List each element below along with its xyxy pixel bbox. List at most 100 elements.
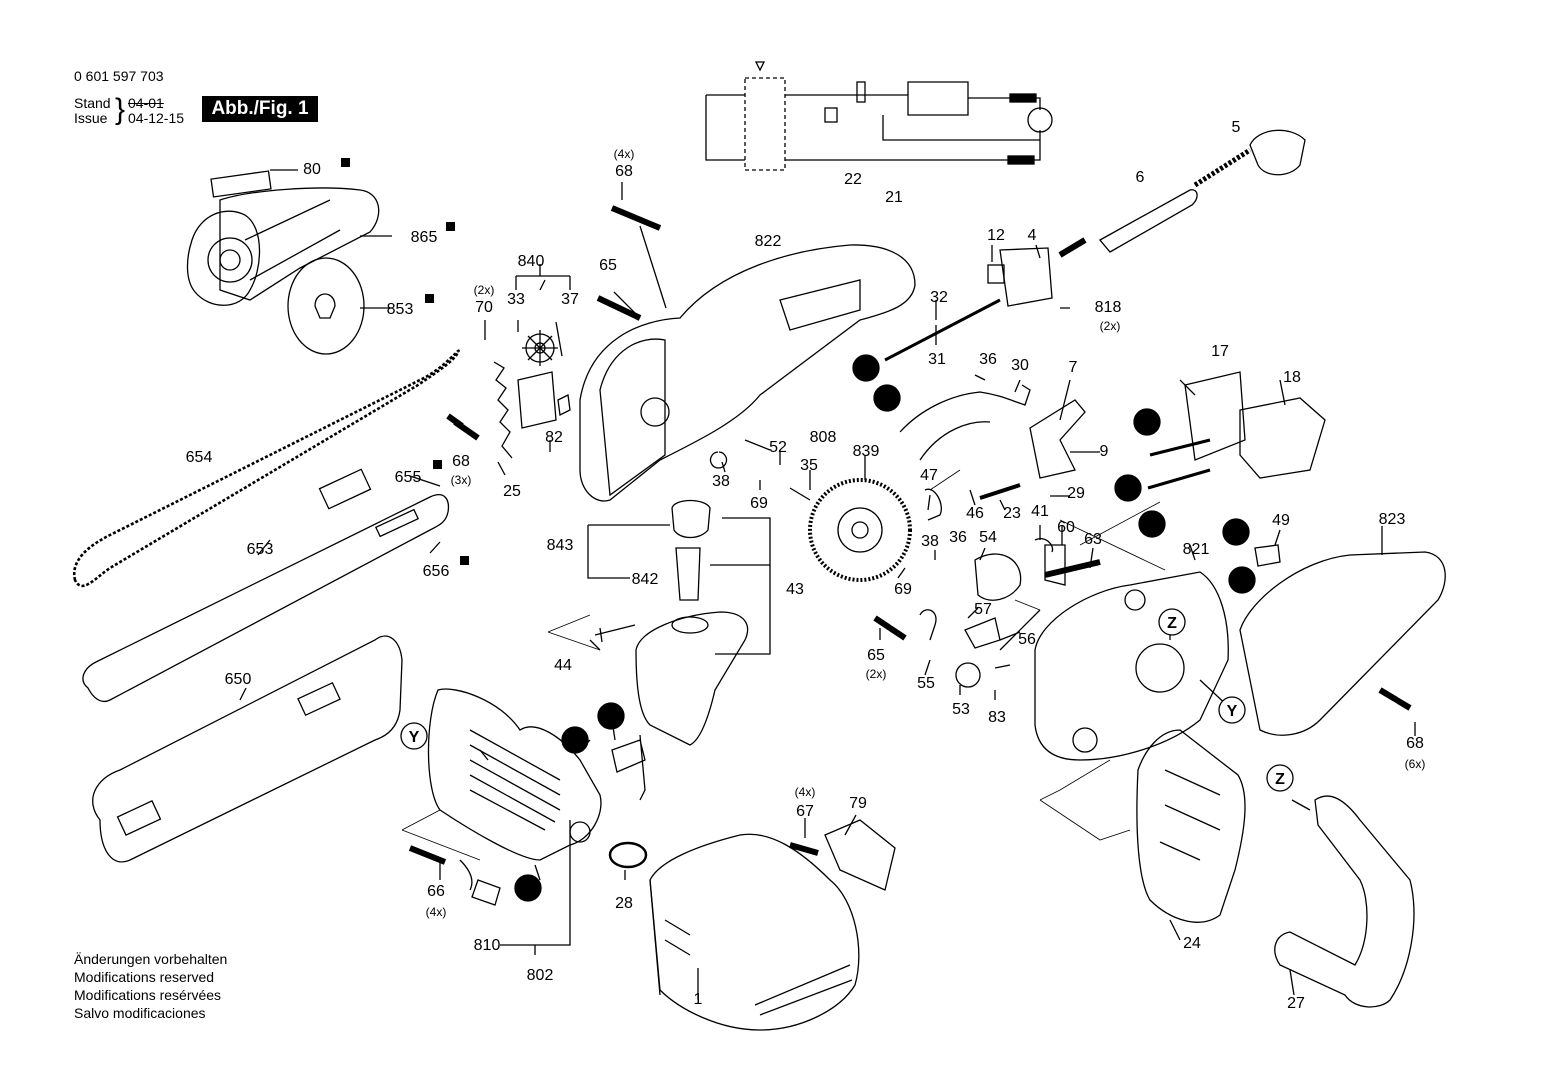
switch-cover-18 <box>1239 397 1326 479</box>
footer-note-es: Salvo modificaciones <box>74 1005 206 1021</box>
part-label-653: 653 <box>247 541 274 558</box>
cover-disc-853 <box>287 257 365 355</box>
part-qty-68: (6x) <box>1405 757 1426 771</box>
part-qty-68: (4x) <box>614 147 635 161</box>
part-label-822: 822 <box>755 233 782 250</box>
guide-bar-653 <box>82 494 450 703</box>
part-label-43: 43 <box>786 581 804 598</box>
svg-text:Y: Y <box>1227 703 1238 720</box>
part-label-5: 5 <box>1232 119 1241 136</box>
part-label-808: 808 <box>810 429 837 446</box>
callout-b: B <box>561 726 589 754</box>
part-label-9: 9 <box>1100 443 1109 460</box>
part-label-18: 18 <box>1283 369 1301 386</box>
part-label-47: 47 <box>920 467 938 484</box>
part-label-68: 68 <box>452 453 470 470</box>
callout-c: C <box>873 384 901 412</box>
bar-cover-650 <box>92 635 403 863</box>
part-label-25: 25 <box>503 483 521 500</box>
part-label-29: 29 <box>1067 485 1085 502</box>
saw-chain-654 <box>72 349 460 588</box>
part-label-69: 69 <box>750 495 768 512</box>
part-label-7: 7 <box>1069 359 1078 376</box>
part-label-655: 655 <box>395 469 422 486</box>
part-label-65: 65 <box>867 647 885 664</box>
part-label-853: 853 <box>387 301 414 318</box>
svg-text:A: A <box>522 881 534 898</box>
marker-square-icon <box>425 294 434 303</box>
part-label-57: 57 <box>974 601 992 618</box>
part-label-66: 66 <box>427 883 445 900</box>
housing-822 <box>579 244 916 502</box>
part-label-54: 54 <box>979 529 997 546</box>
svg-text:B: B <box>1146 517 1158 534</box>
part-label-656: 656 <box>423 563 450 580</box>
circuit-diagram <box>705 61 1053 171</box>
brace-icon: } <box>115 93 126 126</box>
part-label-46: 46 <box>966 505 984 522</box>
callout-d: D <box>1222 518 1250 546</box>
svg-text:E: E <box>1142 415 1153 432</box>
part-label-839: 839 <box>853 443 880 460</box>
part-label-70: 70 <box>475 299 493 316</box>
part-label-69: 69 <box>894 581 912 598</box>
part-label-53: 53 <box>952 701 970 718</box>
part-label-28: 28 <box>615 895 633 912</box>
part-qty-68: (3x) <box>451 473 472 487</box>
part-label-56: 56 <box>1018 631 1036 648</box>
rear-handle-24 <box>1136 729 1246 923</box>
footer-note-de: Änderungen vorbehalten <box>74 951 228 967</box>
marker-square-icon <box>460 556 469 565</box>
part-qty-67: (4x) <box>795 785 816 799</box>
part-label-44: 44 <box>554 657 572 674</box>
part-label-802: 802 <box>527 967 554 984</box>
part-label-842: 842 <box>632 571 659 588</box>
part-label-22: 22 <box>844 171 862 188</box>
part-label-41: 41 <box>1031 503 1049 520</box>
marker-square-icon <box>446 222 455 231</box>
callout-e: E <box>597 702 625 730</box>
label-79 <box>824 819 896 891</box>
callout-a: A <box>852 354 880 382</box>
part-label-24: 24 <box>1183 935 1201 952</box>
svg-text:Z: Z <box>1167 615 1177 632</box>
document-number: 0 601 597 703 <box>74 68 164 84</box>
figure-label: Abb./Fig. 1 <box>202 96 318 122</box>
marker-square-icon <box>341 158 350 167</box>
part-label-38: 38 <box>921 533 939 550</box>
part-label-60: 60 <box>1057 519 1075 536</box>
part-label-36: 36 <box>979 351 997 368</box>
svg-text:E: E <box>606 709 617 726</box>
callout-a: A <box>514 874 542 902</box>
part-label-67: 67 <box>796 803 814 820</box>
svg-text:D: D <box>1122 481 1134 498</box>
svg-text:C: C <box>1236 573 1248 590</box>
svg-text:C: C <box>881 391 893 408</box>
gear-839 <box>808 478 912 582</box>
ring-28 <box>608 841 648 869</box>
motor-assembly <box>427 688 646 906</box>
part-label-843: 843 <box>547 537 574 554</box>
callout-e: E <box>1133 408 1161 436</box>
part-label-12: 12 <box>987 227 1005 244</box>
part-label-65: 65 <box>599 257 617 274</box>
callout-d: D <box>1114 474 1142 502</box>
part-label-650: 650 <box>225 671 252 688</box>
side-housing-821 <box>1034 571 1229 761</box>
part-qty-70: (2x) <box>474 283 495 297</box>
part-label-82: 82 <box>545 429 563 446</box>
part-label-35: 35 <box>800 457 818 474</box>
footer-note-fr: Modifications resérvées <box>74 987 222 1003</box>
svg-text:B: B <box>569 733 581 750</box>
sprocket-840 <box>522 330 558 366</box>
bracket-802 <box>500 820 571 955</box>
issue-date: 04-12-15 <box>128 110 185 126</box>
part-label-36: 36 <box>949 529 967 546</box>
part-label-31: 31 <box>928 351 946 368</box>
callout-z: Z <box>1266 764 1294 792</box>
part-label-80: 80 <box>303 161 321 178</box>
part-label-49: 49 <box>1272 512 1290 529</box>
svg-text:Y: Y <box>409 729 420 746</box>
part-label-840: 840 <box>518 253 545 270</box>
